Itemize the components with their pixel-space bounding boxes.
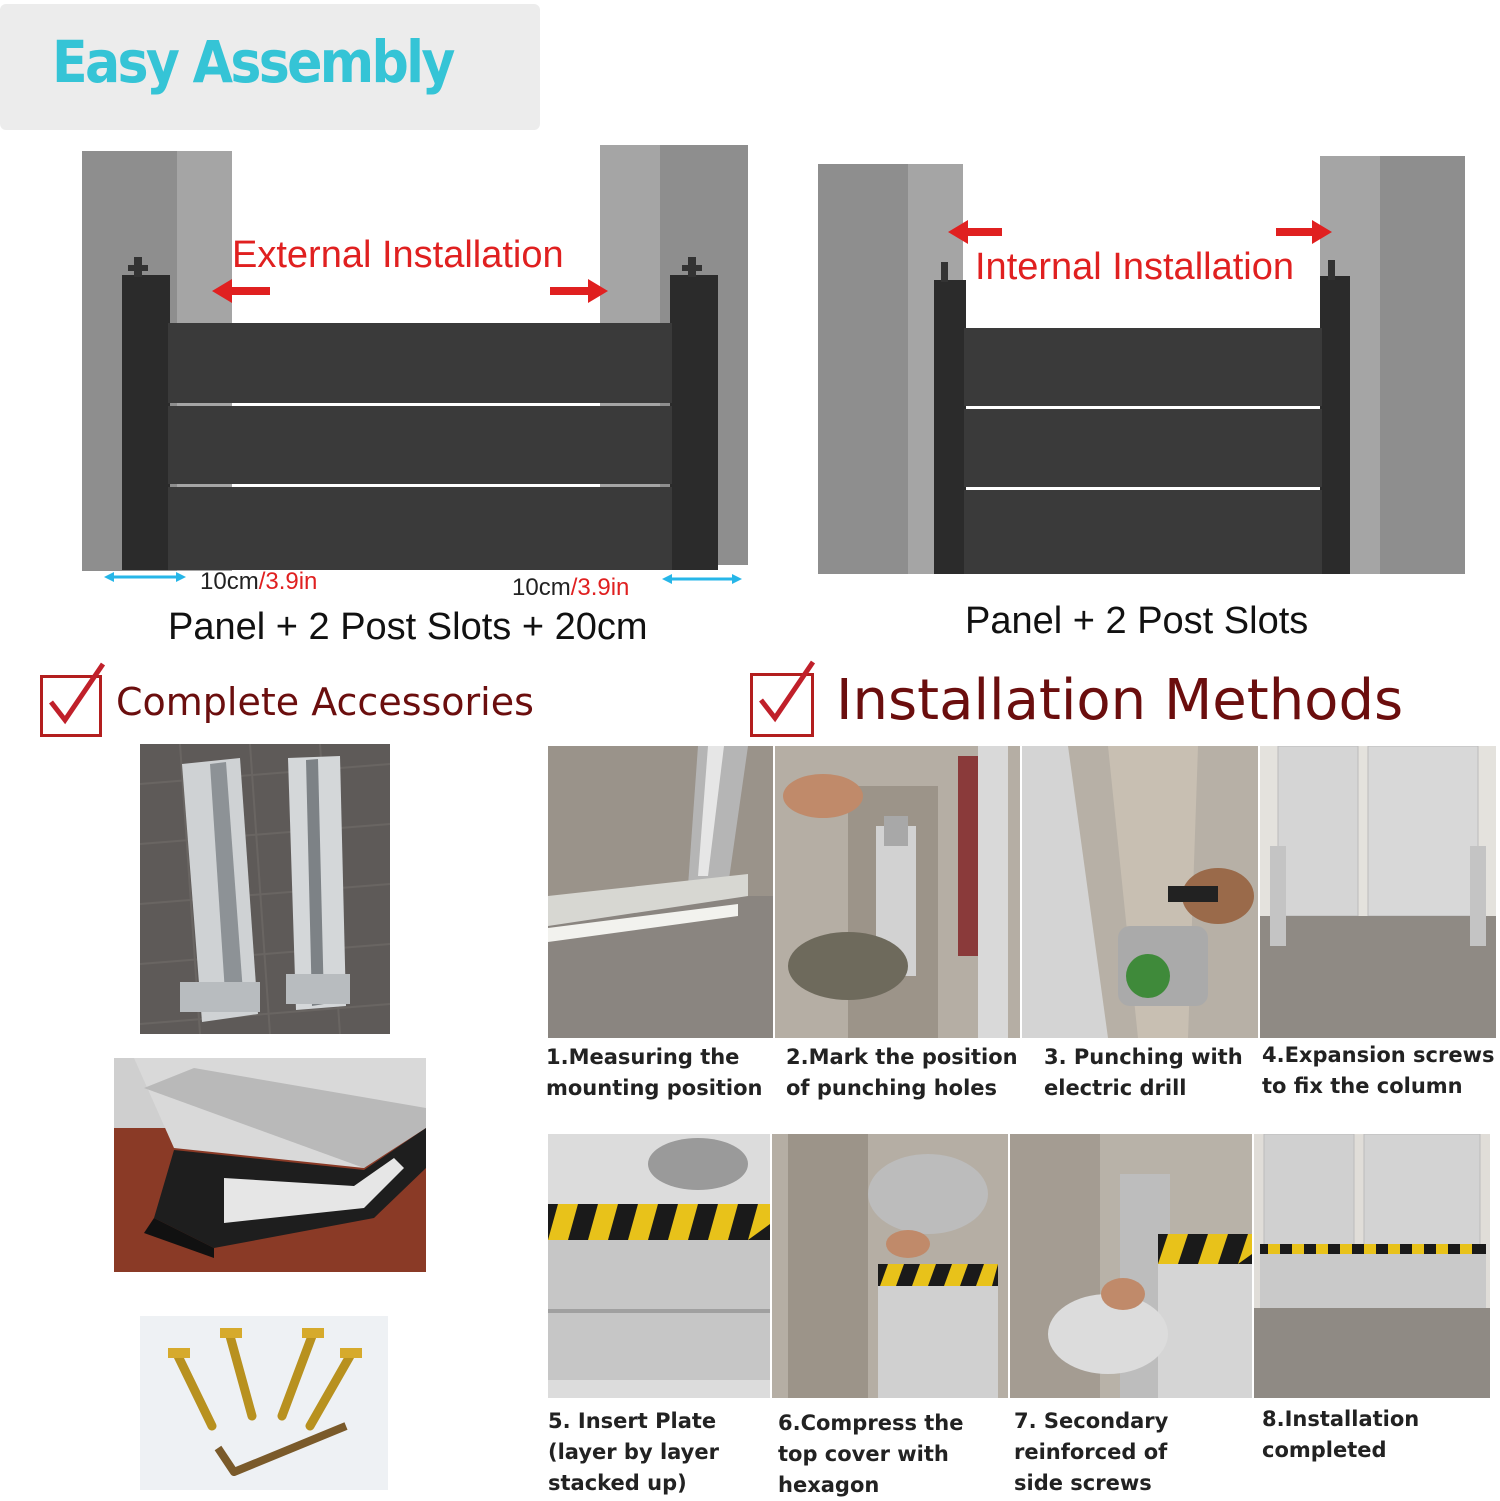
panel-top (964, 328, 1322, 406)
left-post (122, 275, 170, 570)
panel-bottom (964, 490, 1322, 574)
methods-heading: Installation Methods (836, 668, 1404, 733)
expansion-screw-3 (277, 1331, 317, 1421)
step-8-caption: 8.Installation completed (1262, 1407, 1420, 1462)
panel-middle (168, 406, 672, 484)
installation-steps-row-1 (548, 746, 1496, 1038)
dimension-right-in: /3.9in (570, 574, 630, 601)
red-arrow-right (550, 279, 608, 303)
step-6-caption: 6.Compress the top cover with hexagon (778, 1411, 964, 1497)
step-3-photo (1022, 746, 1258, 1038)
right-post-bolt (1328, 260, 1335, 280)
panel-top (168, 323, 672, 403)
step-3-caption: 3. Punching with electric drill (1044, 1045, 1243, 1100)
dimension-left-in: /3.9in (258, 568, 318, 595)
external-installation-label: External Installation (232, 234, 564, 276)
dimension-left-cm: 10cm (200, 568, 259, 595)
right-wall (1380, 156, 1465, 574)
left-post (934, 280, 966, 574)
accessories-heading: Complete Accessories (116, 680, 534, 724)
page-title: Easy Assembly (52, 28, 455, 96)
step-1-photo (548, 746, 773, 1038)
hex-key-icon (214, 1422, 348, 1476)
step-5-caption: 5. Insert Plate (layer by layer stacked … (548, 1409, 719, 1495)
step-5-photo (548, 1134, 770, 1398)
panel-bottom (168, 487, 672, 570)
step-6-photo (772, 1134, 1008, 1398)
internal-installation-diagram (818, 156, 1465, 574)
expansion-screws-photo (140, 1316, 388, 1490)
checkmark-icon (759, 660, 816, 723)
step-1-caption: 1.Measuring the mounting position (546, 1045, 763, 1100)
internal-caption: Panel + 2 Post Slots (965, 600, 1309, 642)
panel-plate-photo (114, 1058, 426, 1272)
external-caption: Panel + 2 Post Slots + 20cm (168, 606, 648, 648)
step-4-caption: 4.Expansion screws to fix the column (1262, 1043, 1495, 1098)
checkbox-icon (40, 662, 106, 737)
right-post (670, 275, 718, 570)
expansion-screw-1 (173, 1351, 217, 1431)
left-wall (818, 164, 908, 574)
left-post-bolt (941, 262, 948, 282)
red-arrow-right (1276, 220, 1332, 244)
step-7-caption: 7. Secondary reinforced of side screws (1014, 1409, 1169, 1495)
dimension-right-text: 10cm/3.9in (512, 574, 629, 602)
post-slot-photo (140, 744, 390, 1034)
expansion-screw-2 (225, 1331, 257, 1421)
dimension-right-cm: 10cm (512, 574, 571, 601)
step-8-photo (1254, 1134, 1490, 1398)
step-4-photo (1260, 746, 1496, 1038)
checkbox-icon (750, 660, 816, 737)
expansion-screw-4 (305, 1351, 355, 1431)
step-2-caption: 2.Mark the position of punching holes (786, 1045, 1018, 1100)
red-arrow-left (948, 220, 1002, 244)
internal-installation-label: Internal Installation (975, 246, 1294, 288)
right-post (1320, 276, 1350, 574)
installation-steps-row-2 (548, 1134, 1490, 1398)
step-7-photo (1010, 1134, 1252, 1398)
external-installation-diagram (82, 145, 748, 584)
checkmark-icon (49, 662, 106, 725)
red-arrow-left (212, 279, 270, 303)
panel-middle (964, 409, 1322, 487)
title-banner (0, 4, 540, 130)
dimension-left-text: 10cm/3.9in (200, 568, 317, 596)
step-2-photo (775, 746, 1020, 1038)
